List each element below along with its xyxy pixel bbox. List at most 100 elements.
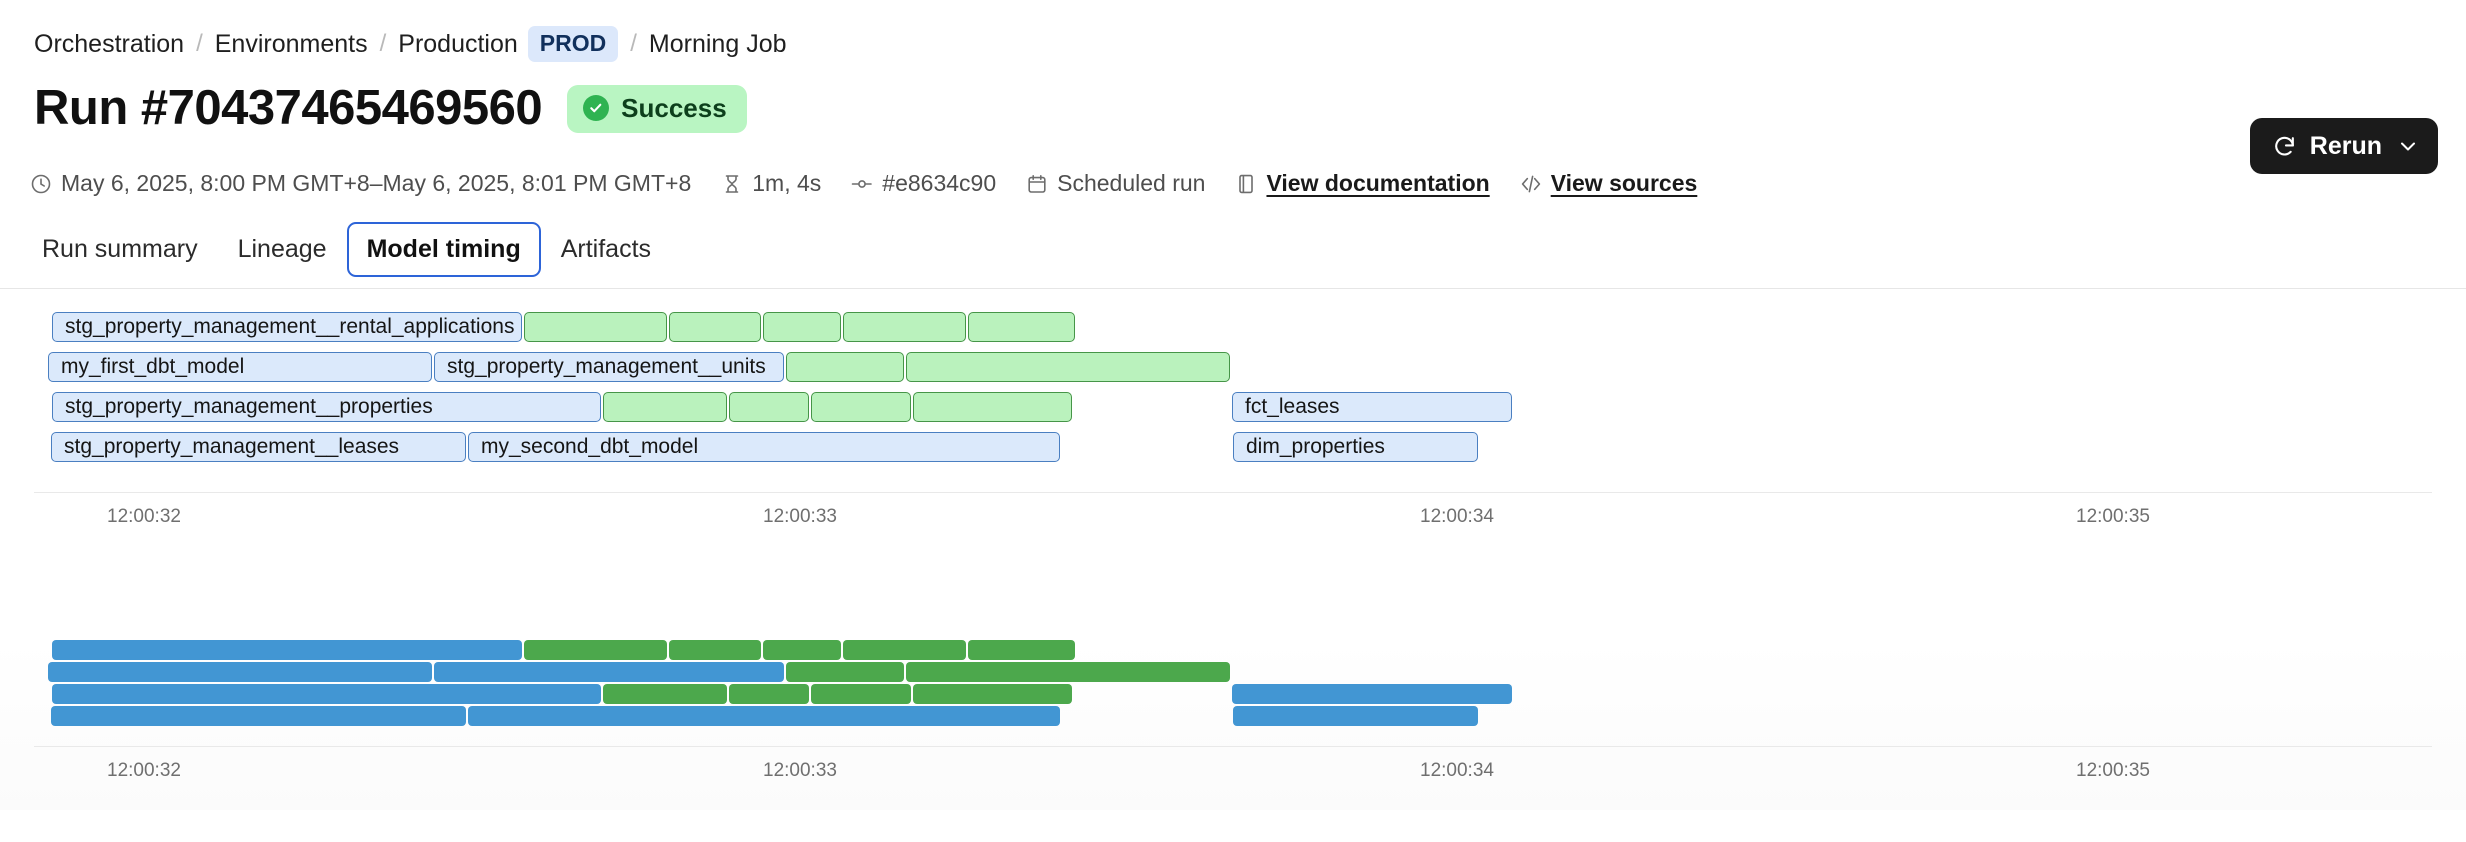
timing-bar-test[interactable]: [811, 392, 911, 422]
rerun-label: Rerun: [2309, 131, 2382, 160]
run-metadata: May 6, 2025, 8:00 PM GMT+8–May 6, 2025, …: [30, 170, 1727, 197]
tab-bar: Run summary Lineage Model timing Artifacts: [22, 222, 671, 277]
meta-item-book[interactable]: View documentation: [1235, 170, 1490, 197]
book-icon: [1235, 173, 1257, 195]
meta-item-hourglass: 1m, 4s: [721, 170, 821, 197]
chevron-down-icon[interactable]: [2398, 136, 2418, 156]
timing-bar-test[interactable]: [524, 640, 667, 660]
meta-item-calendar: Scheduled run: [1026, 170, 1205, 197]
time-axis-line: [34, 746, 2432, 747]
meta-link-label[interactable]: View sources: [1550, 170, 1698, 196]
timing-row: stg_property_management__properties fct_l…: [0, 392, 2466, 422]
code-icon: [1520, 173, 1542, 195]
timing-bar-test[interactable]: [468, 706, 1060, 726]
timing-row: stg_property_management__rental_applicat…: [0, 312, 2466, 342]
timing-bar-stg_property_management__units[interactable]: stg_property_management__units: [434, 352, 784, 382]
axis-tick-label: 12:00:32: [107, 506, 181, 527]
timing-bar-test[interactable]: [52, 640, 522, 660]
breadcrumb-item-orchestration[interactable]: Orchestration: [34, 29, 185, 58]
meta-text: #e8634c90: [882, 170, 997, 196]
timing-bar-test[interactable]: [906, 662, 1230, 682]
model-timing-chart[interactable]: stg_property_management__rental_applicat…: [0, 312, 2466, 602]
timing-bar-test[interactable]: [786, 662, 904, 682]
meta-link-label[interactable]: View documentation: [1266, 170, 1490, 196]
rerun-button[interactable]: Rerun: [2249, 118, 2438, 174]
timing-bar-label: my_second_dbt_model: [481, 435, 699, 458]
breadcrumb-env-badge[interactable]: PROD: [527, 26, 619, 62]
timing-bar-test[interactable]: [729, 392, 809, 422]
timing-bar-label: stg_property_management__properties: [65, 395, 433, 418]
breadcrumb-item-production[interactable]: Production: [398, 29, 518, 58]
timing-bar-test[interactable]: [603, 684, 727, 704]
hourglass-icon: [721, 173, 743, 195]
timing-bar-test[interactable]: [603, 392, 727, 422]
page-title: Run #70437465469560: [34, 81, 543, 135]
timing-bar-test[interactable]: [48, 662, 432, 682]
meta-text: 1m, 4s: [752, 170, 822, 196]
timing-bar-test[interactable]: [786, 352, 904, 382]
breadcrumb: Orchestration / Environments / Production PRO…: [34, 26, 787, 62]
timing-bar-test[interactable]: [968, 640, 1075, 660]
breadcrumb-separator: /: [630, 30, 637, 57]
timing-bar-test[interactable]: [968, 312, 1075, 342]
axis-tick-label: 12:00:33: [763, 760, 837, 781]
timing-bar-label: stg_property_management__leases: [64, 435, 400, 458]
timing-bar-test[interactable]: [434, 662, 784, 682]
timing-bar-test[interactable]: [1233, 706, 1478, 726]
timing-bar-test[interactable]: [811, 684, 911, 704]
axis-tick-label: 12:00:34: [1420, 506, 1494, 527]
tab-divider: [0, 288, 2466, 289]
timing-bar-test[interactable]: [913, 684, 1072, 704]
meta-item-clock: May 6, 2025, 8:00 PM GMT+8–May 6, 2025, …: [30, 170, 691, 197]
timing-bar-test[interactable]: [669, 312, 761, 342]
tab-model-timing[interactable]: Model timing: [346, 222, 541, 277]
timing-row: [0, 684, 2466, 704]
timing-bar-test[interactable]: [51, 706, 466, 726]
timing-bar-test[interactable]: [906, 352, 1230, 382]
timing-bar-stg_property_management__rental_applications[interactable]: stg_property_management__rental_applicat…: [52, 312, 522, 342]
timing-bar-dim_properties[interactable]: dim_properties: [1233, 432, 1478, 462]
timing-row: stg_property_management__leases my_second…: [0, 432, 2466, 462]
timing-bar-label: fct_leases: [1245, 395, 1340, 418]
clock-icon: [30, 173, 52, 195]
breadcrumb-item-morning-job: Morning Job: [648, 29, 787, 58]
timing-bar-my_second_dbt_model[interactable]: my_second_dbt_model: [468, 432, 1060, 462]
timing-bar-test[interactable]: [763, 640, 841, 660]
meta-item-code[interactable]: View sources: [1520, 170, 1698, 197]
timing-bar-test[interactable]: [763, 312, 841, 342]
breadcrumb-separator: /: [196, 30, 203, 57]
timing-bar-label: stg_property_management__rental_applicat…: [65, 315, 515, 338]
meta-item-commit: #e8634c90: [851, 170, 996, 197]
timing-bar-test[interactable]: [52, 684, 601, 704]
timing-bar-test[interactable]: [913, 392, 1072, 422]
timing-bar-stg_property_management__leases[interactable]: stg_property_management__leases: [51, 432, 466, 462]
page-title-row: Run #70437465469560 Success: [34, 84, 747, 133]
timing-bar-test[interactable]: [524, 312, 667, 342]
axis-tick-label: 12:00:35: [2076, 760, 2150, 781]
refresh-icon: [2272, 134, 2297, 159]
tab-lineage[interactable]: Lineage: [237, 235, 327, 263]
timing-bar-test[interactable]: [1232, 684, 1512, 704]
timing-bar-test[interactable]: [843, 312, 966, 342]
axis-tick-label: 12:00:34: [1420, 760, 1494, 781]
timing-bar-my_first_dbt_model[interactable]: my_first_dbt_model: [48, 352, 432, 382]
meta-text: May 6, 2025, 8:00 PM GMT+8–May 6, 2025, …: [61, 170, 692, 196]
commit-icon: [851, 173, 873, 195]
timing-row: [0, 662, 2466, 682]
timing-bar-stg_property_management__properties[interactable]: stg_property_management__properties: [52, 392, 601, 422]
timing-bar-test[interactable]: [669, 640, 761, 660]
timing-bar-test[interactable]: [843, 640, 966, 660]
tab-run-summary[interactable]: Run summary: [42, 235, 198, 263]
timing-bar-label: dim_properties: [1246, 435, 1385, 458]
timing-bar-fct_leases[interactable]: fct_leases: [1232, 392, 1512, 422]
time-axis-line: [34, 492, 2432, 493]
timing-row: [0, 706, 2466, 726]
breadcrumb-item-environments[interactable]: Environments: [214, 29, 368, 58]
breadcrumb-separator: /: [379, 30, 387, 57]
calendar-icon: [1026, 173, 1048, 195]
timing-bar-test[interactable]: [729, 684, 809, 704]
tab-artifacts[interactable]: Artifacts: [560, 235, 652, 263]
